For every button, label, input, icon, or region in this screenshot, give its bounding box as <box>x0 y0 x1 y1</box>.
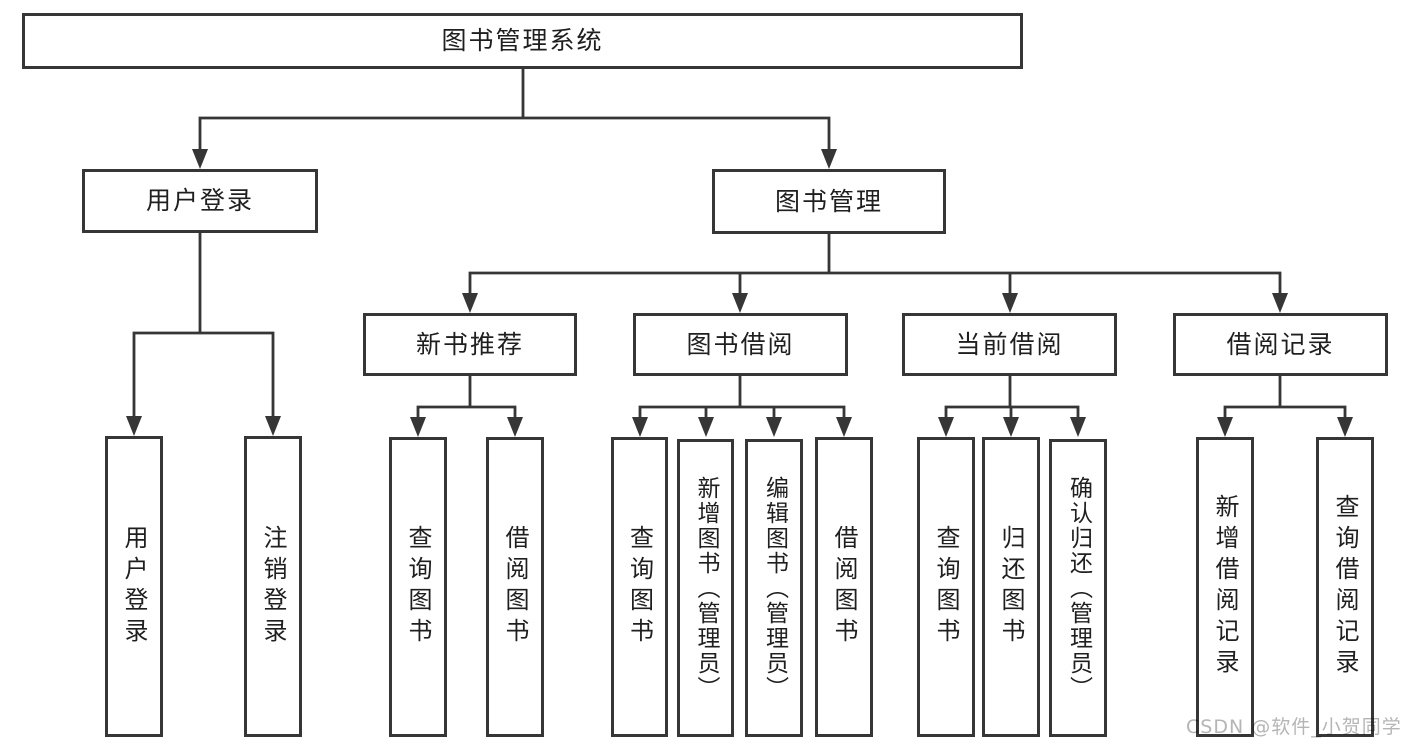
node-book-management: 图书管理 <box>712 169 946 234</box>
node-library-management-system: 图书管理系统 <box>22 13 1023 69</box>
leaf-logout: 注销登录 <box>244 436 302 737</box>
node-current-borrowing: 当前借阅 <box>902 313 1117 376</box>
node-new-book-recommend: 新书推荐 <box>363 313 577 376</box>
leaf-add-borrow-record: 新增借阅记录 <box>1196 437 1254 737</box>
leaf-query-books-recommend: 查询图书 <box>389 437 447 737</box>
leaf-confirm-return-admin: 确认归还（管理员） <box>1049 439 1107 737</box>
leaf-query-books-borrow: 查询图书 <box>611 437 668 737</box>
node-book-borrowing: 图书借阅 <box>633 313 848 376</box>
leaf-add-books-admin: 新增图书（管理员） <box>677 439 734 737</box>
leaf-borrow-books: 借阅图书 <box>815 437 873 737</box>
arrowheads <box>126 149 1353 437</box>
leaf-edit-books-admin: 编辑图书（管理员） <box>745 439 803 737</box>
leaf-query-books-current: 查询图书 <box>917 437 975 737</box>
csdn-watermark: CSDN @软件_小贺同学 <box>1186 716 1402 738</box>
leaf-return-books: 归还图书 <box>982 437 1040 737</box>
node-user-login: 用户登录 <box>82 169 318 233</box>
node-borrowing-records: 借阅记录 <box>1173 313 1388 376</box>
leaf-query-borrow-record: 查询借阅记录 <box>1316 437 1374 737</box>
leaf-borrow-books-recommend: 借阅图书 <box>486 437 544 737</box>
leaf-user-login: 用户登录 <box>105 436 163 737</box>
